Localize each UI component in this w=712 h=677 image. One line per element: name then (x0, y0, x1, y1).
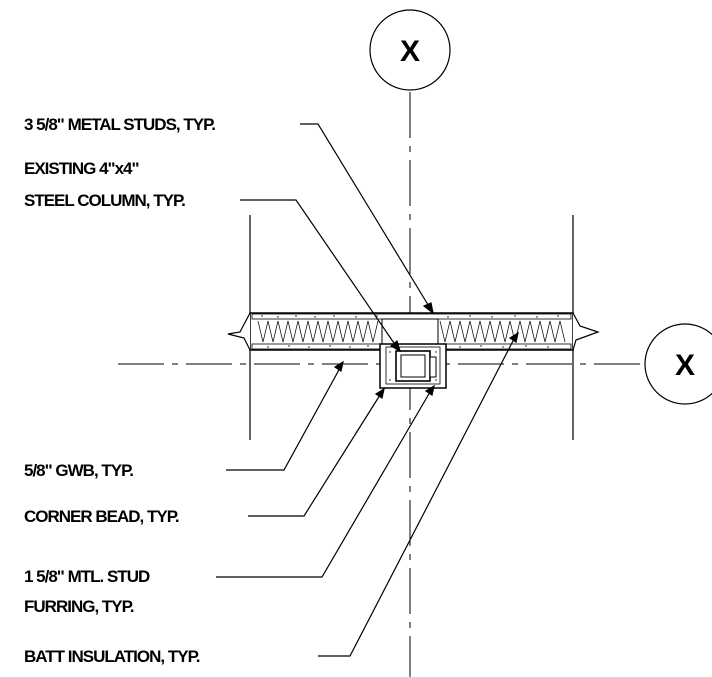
label-batt: BATT INSULATION, TYP. (24, 647, 200, 666)
grid-bubble-top: X (369, 9, 451, 91)
callout-labels: 3 5/8" METAL STUDS, TYP. EXISTING 4"x4" … (24, 115, 216, 666)
label-gwb: 5/8" GWB, TYP. (24, 461, 133, 480)
batt-insulation (257, 320, 566, 343)
break-line-left (227, 312, 251, 351)
existing-wall-lines (249, 215, 574, 440)
gwb-layer-top (251, 313, 572, 320)
furring-stud (429, 356, 437, 378)
grid-bubble-top-label: X (400, 35, 420, 68)
label-corner-bead: CORNER BEAD, TYP. (24, 507, 179, 526)
leader-lines (216, 123, 519, 657)
label-metal-studs: 3 5/8" METAL STUDS, TYP. (24, 115, 215, 134)
label-column-line1: EXISTING 4"x4" (24, 159, 139, 178)
grid-bubble-right: X (644, 323, 712, 405)
break-line-right (572, 312, 600, 351)
steel-column (379, 343, 447, 389)
label-column-line2: STEEL COLUMN, TYP. (24, 191, 185, 210)
label-furring-line2: FURRING, TYP. (24, 597, 134, 616)
label-furring-line1: 1 5/8" MTL. STUD (24, 567, 150, 586)
grid-bubble-right-label: X (675, 349, 695, 382)
